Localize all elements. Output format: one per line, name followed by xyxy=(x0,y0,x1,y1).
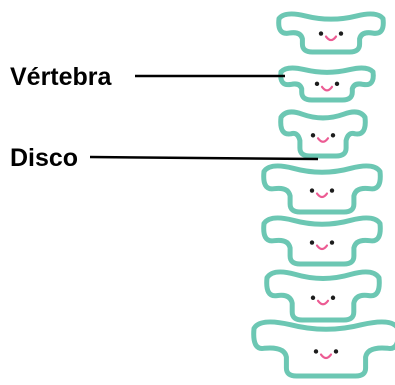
vertebra-7 xyxy=(254,322,395,376)
vertebra-4 xyxy=(264,166,381,212)
right-eye xyxy=(330,240,334,244)
right-eye xyxy=(331,296,335,300)
vertebra-callout: Vértebra xyxy=(10,63,285,91)
vertebra-3 xyxy=(281,112,366,156)
left-eye xyxy=(311,133,315,137)
vertebra-outline xyxy=(264,166,381,212)
spine-column xyxy=(254,14,395,376)
vertebra-outline xyxy=(254,322,395,376)
right-eye xyxy=(335,82,339,86)
left-eye xyxy=(310,240,314,244)
vertebra-outline xyxy=(267,272,380,320)
vertebra-6 xyxy=(267,272,380,320)
right-eye xyxy=(339,31,343,35)
vertebra-label: Vértebra xyxy=(10,63,113,91)
right-eye xyxy=(330,188,334,192)
left-eye xyxy=(319,31,323,35)
vertebra-5 xyxy=(264,218,381,264)
disc-label: Disco xyxy=(10,144,78,172)
disc-leader-line xyxy=(90,157,318,159)
right-eye xyxy=(331,133,335,137)
vertebra-outline xyxy=(264,218,381,264)
left-eye xyxy=(310,188,314,192)
vertebra-outline xyxy=(279,14,384,52)
vertebra-1 xyxy=(279,14,384,52)
left-eye xyxy=(314,349,318,353)
right-eye xyxy=(334,349,338,353)
vertebra-2 xyxy=(281,68,374,100)
left-eye xyxy=(315,82,319,86)
vertebra-outline xyxy=(281,68,374,100)
vertebra-outline xyxy=(281,112,366,156)
left-eye xyxy=(311,296,315,300)
